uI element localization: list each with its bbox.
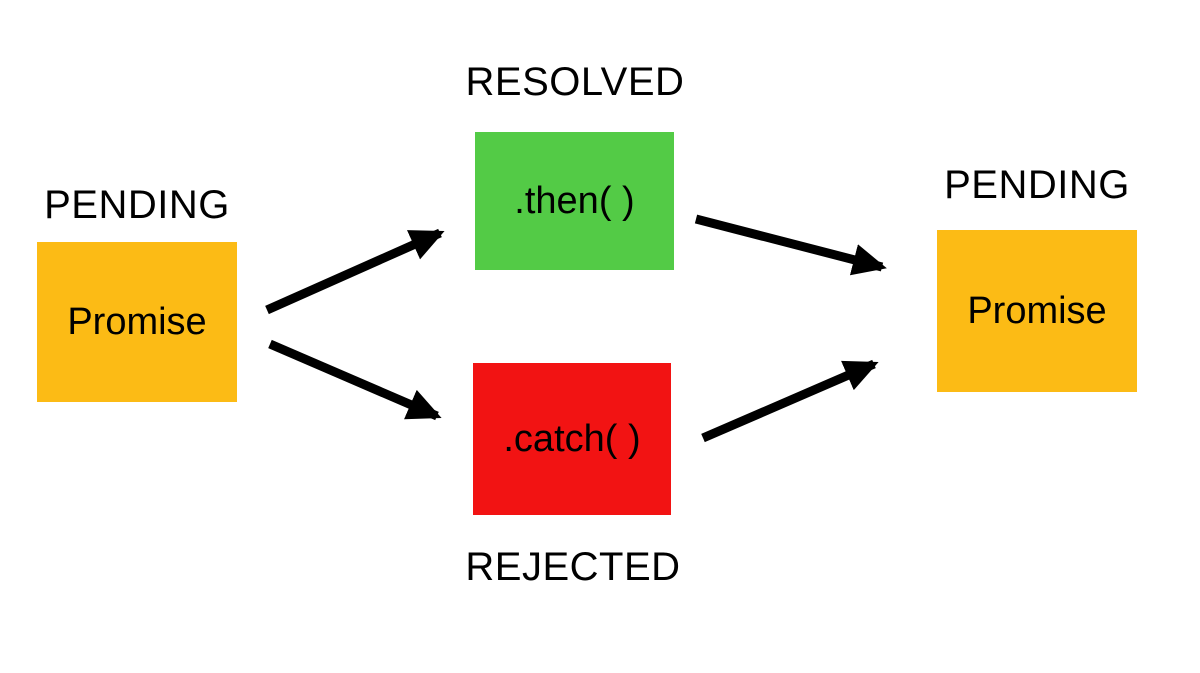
arrow-promise-to-catch xyxy=(268,339,442,421)
state-label-resolved: RESOLVED xyxy=(465,60,685,104)
promise-node-right: Promise xyxy=(937,230,1137,392)
state-label-pending-right: PENDING xyxy=(944,163,1130,207)
promise-node-left: Promise xyxy=(37,242,237,402)
arrow-promise-to-then xyxy=(265,228,445,315)
state-label-rejected: REJECTED xyxy=(465,545,681,589)
then-node: .then( ) xyxy=(475,132,674,270)
catch-node: .catch( ) xyxy=(473,363,671,515)
state-label-pending-left: PENDING xyxy=(44,183,230,227)
arrow-catch-to-promise xyxy=(701,359,879,443)
arrow-then-to-promise xyxy=(694,214,887,276)
